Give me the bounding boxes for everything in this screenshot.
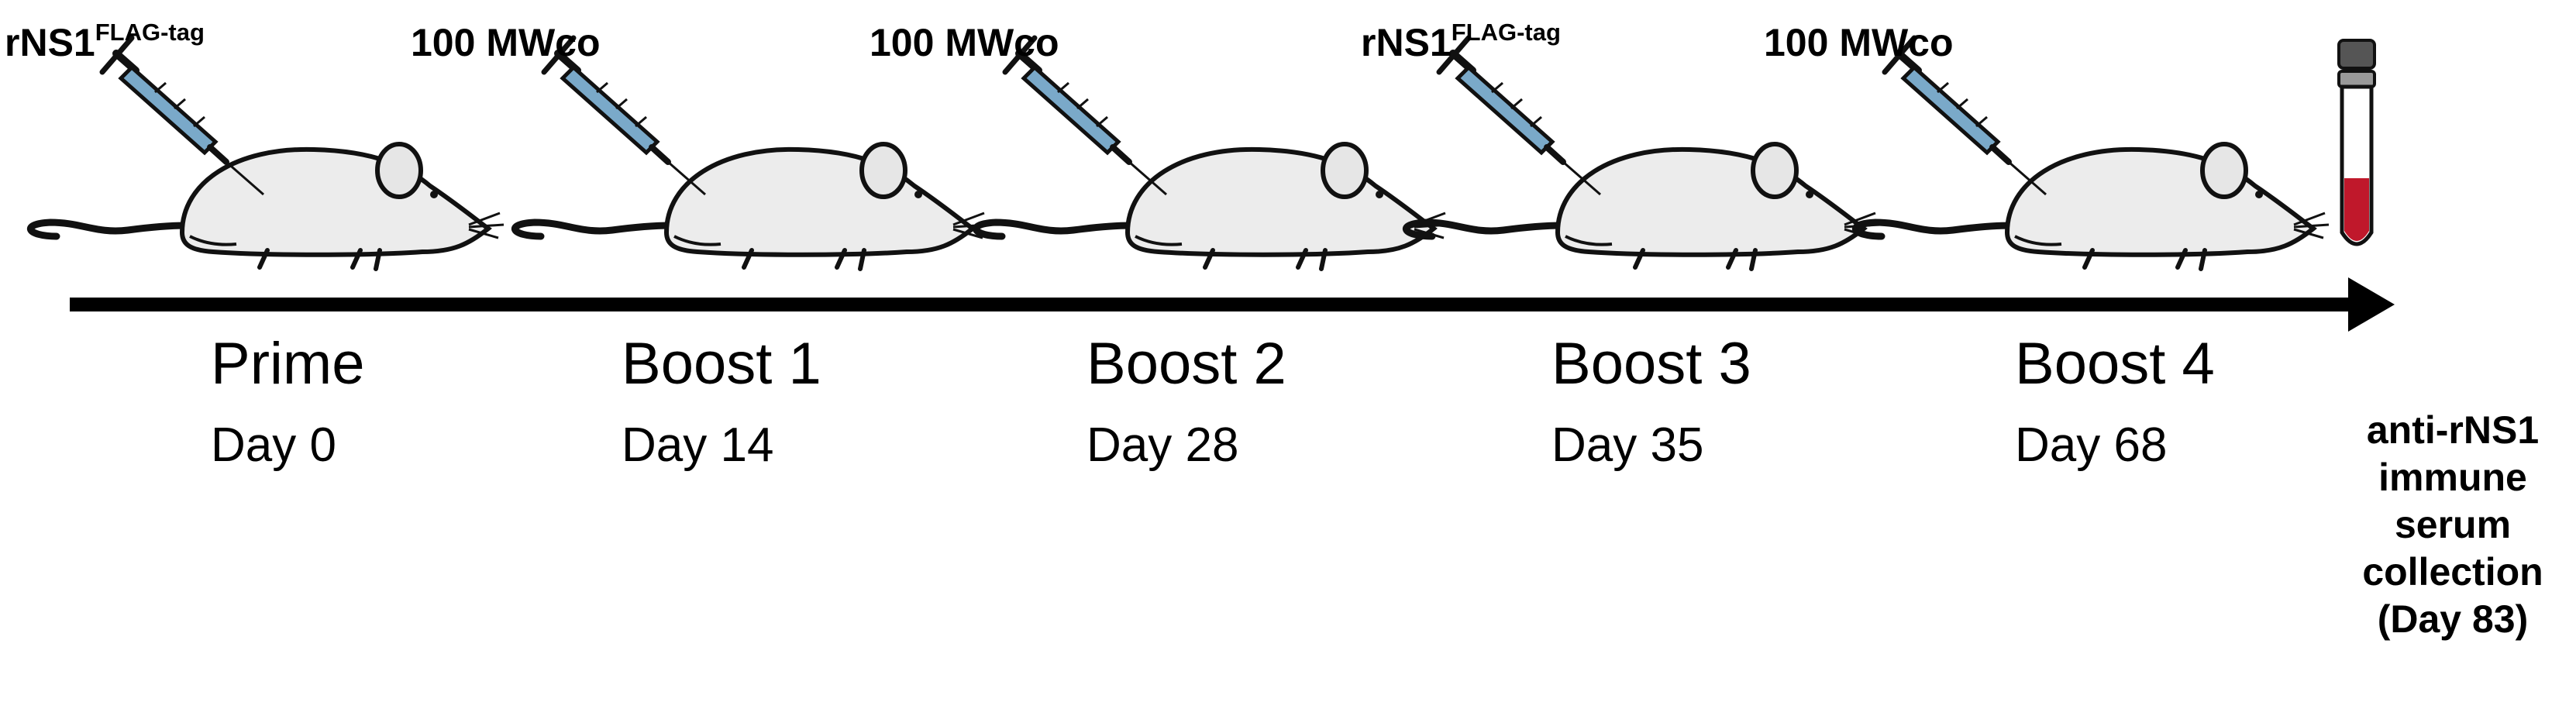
phase-label: Prime bbox=[211, 331, 365, 397]
phase-label: Boost 2 bbox=[1087, 331, 1286, 397]
collection-line: immune bbox=[2378, 456, 2527, 499]
injection-label: 100 MWco bbox=[411, 21, 601, 64]
stage-prime: rNS1FLAG-tag Prime Day 0 bbox=[0, 0, 434, 702]
day-label: Day 68 bbox=[2015, 418, 2168, 472]
collection-line: (Day 83) bbox=[2377, 597, 2529, 641]
blood-tube-icon bbox=[2337, 39, 2376, 246]
day-label: Day 28 bbox=[1087, 418, 1239, 472]
stage-boost-1: 100 MWco Boost 1 Day 14 bbox=[411, 0, 845, 702]
injection-label: 100 MWco bbox=[870, 21, 1059, 64]
phase-label: Boost 4 bbox=[2015, 331, 2215, 397]
serum-collection-label: anti-rNS1 immune serum collection (Day 8… bbox=[2337, 407, 2569, 643]
collection-line: serum bbox=[2394, 503, 2512, 546]
injection-label: rNS1FLAG-tag bbox=[1361, 19, 1561, 64]
day-label: Day 14 bbox=[622, 418, 774, 472]
injection-label: rNS1FLAG-tag bbox=[5, 19, 205, 64]
phase-label: Boost 3 bbox=[1551, 331, 1751, 397]
collection-line: collection bbox=[2362, 550, 2543, 594]
stage-boost-2: 100 MWco Boost 2 Day 28 bbox=[870, 0, 1303, 702]
stage-boost-3: rNS1FLAG-tag Boost 3 Day 35 bbox=[1361, 0, 1795, 702]
phase-label: Boost 1 bbox=[622, 331, 821, 397]
timeline-arrow-head bbox=[2348, 277, 2395, 332]
stage-boost-4: 100 MWco Boost 4 Day 68 bbox=[1764, 0, 2215, 702]
day-label: Day 0 bbox=[211, 418, 336, 472]
collection-line: anti-rNS1 bbox=[2366, 408, 2540, 452]
injection-label: 100 MWco bbox=[1764, 21, 1954, 64]
day-label: Day 35 bbox=[1551, 418, 1704, 472]
